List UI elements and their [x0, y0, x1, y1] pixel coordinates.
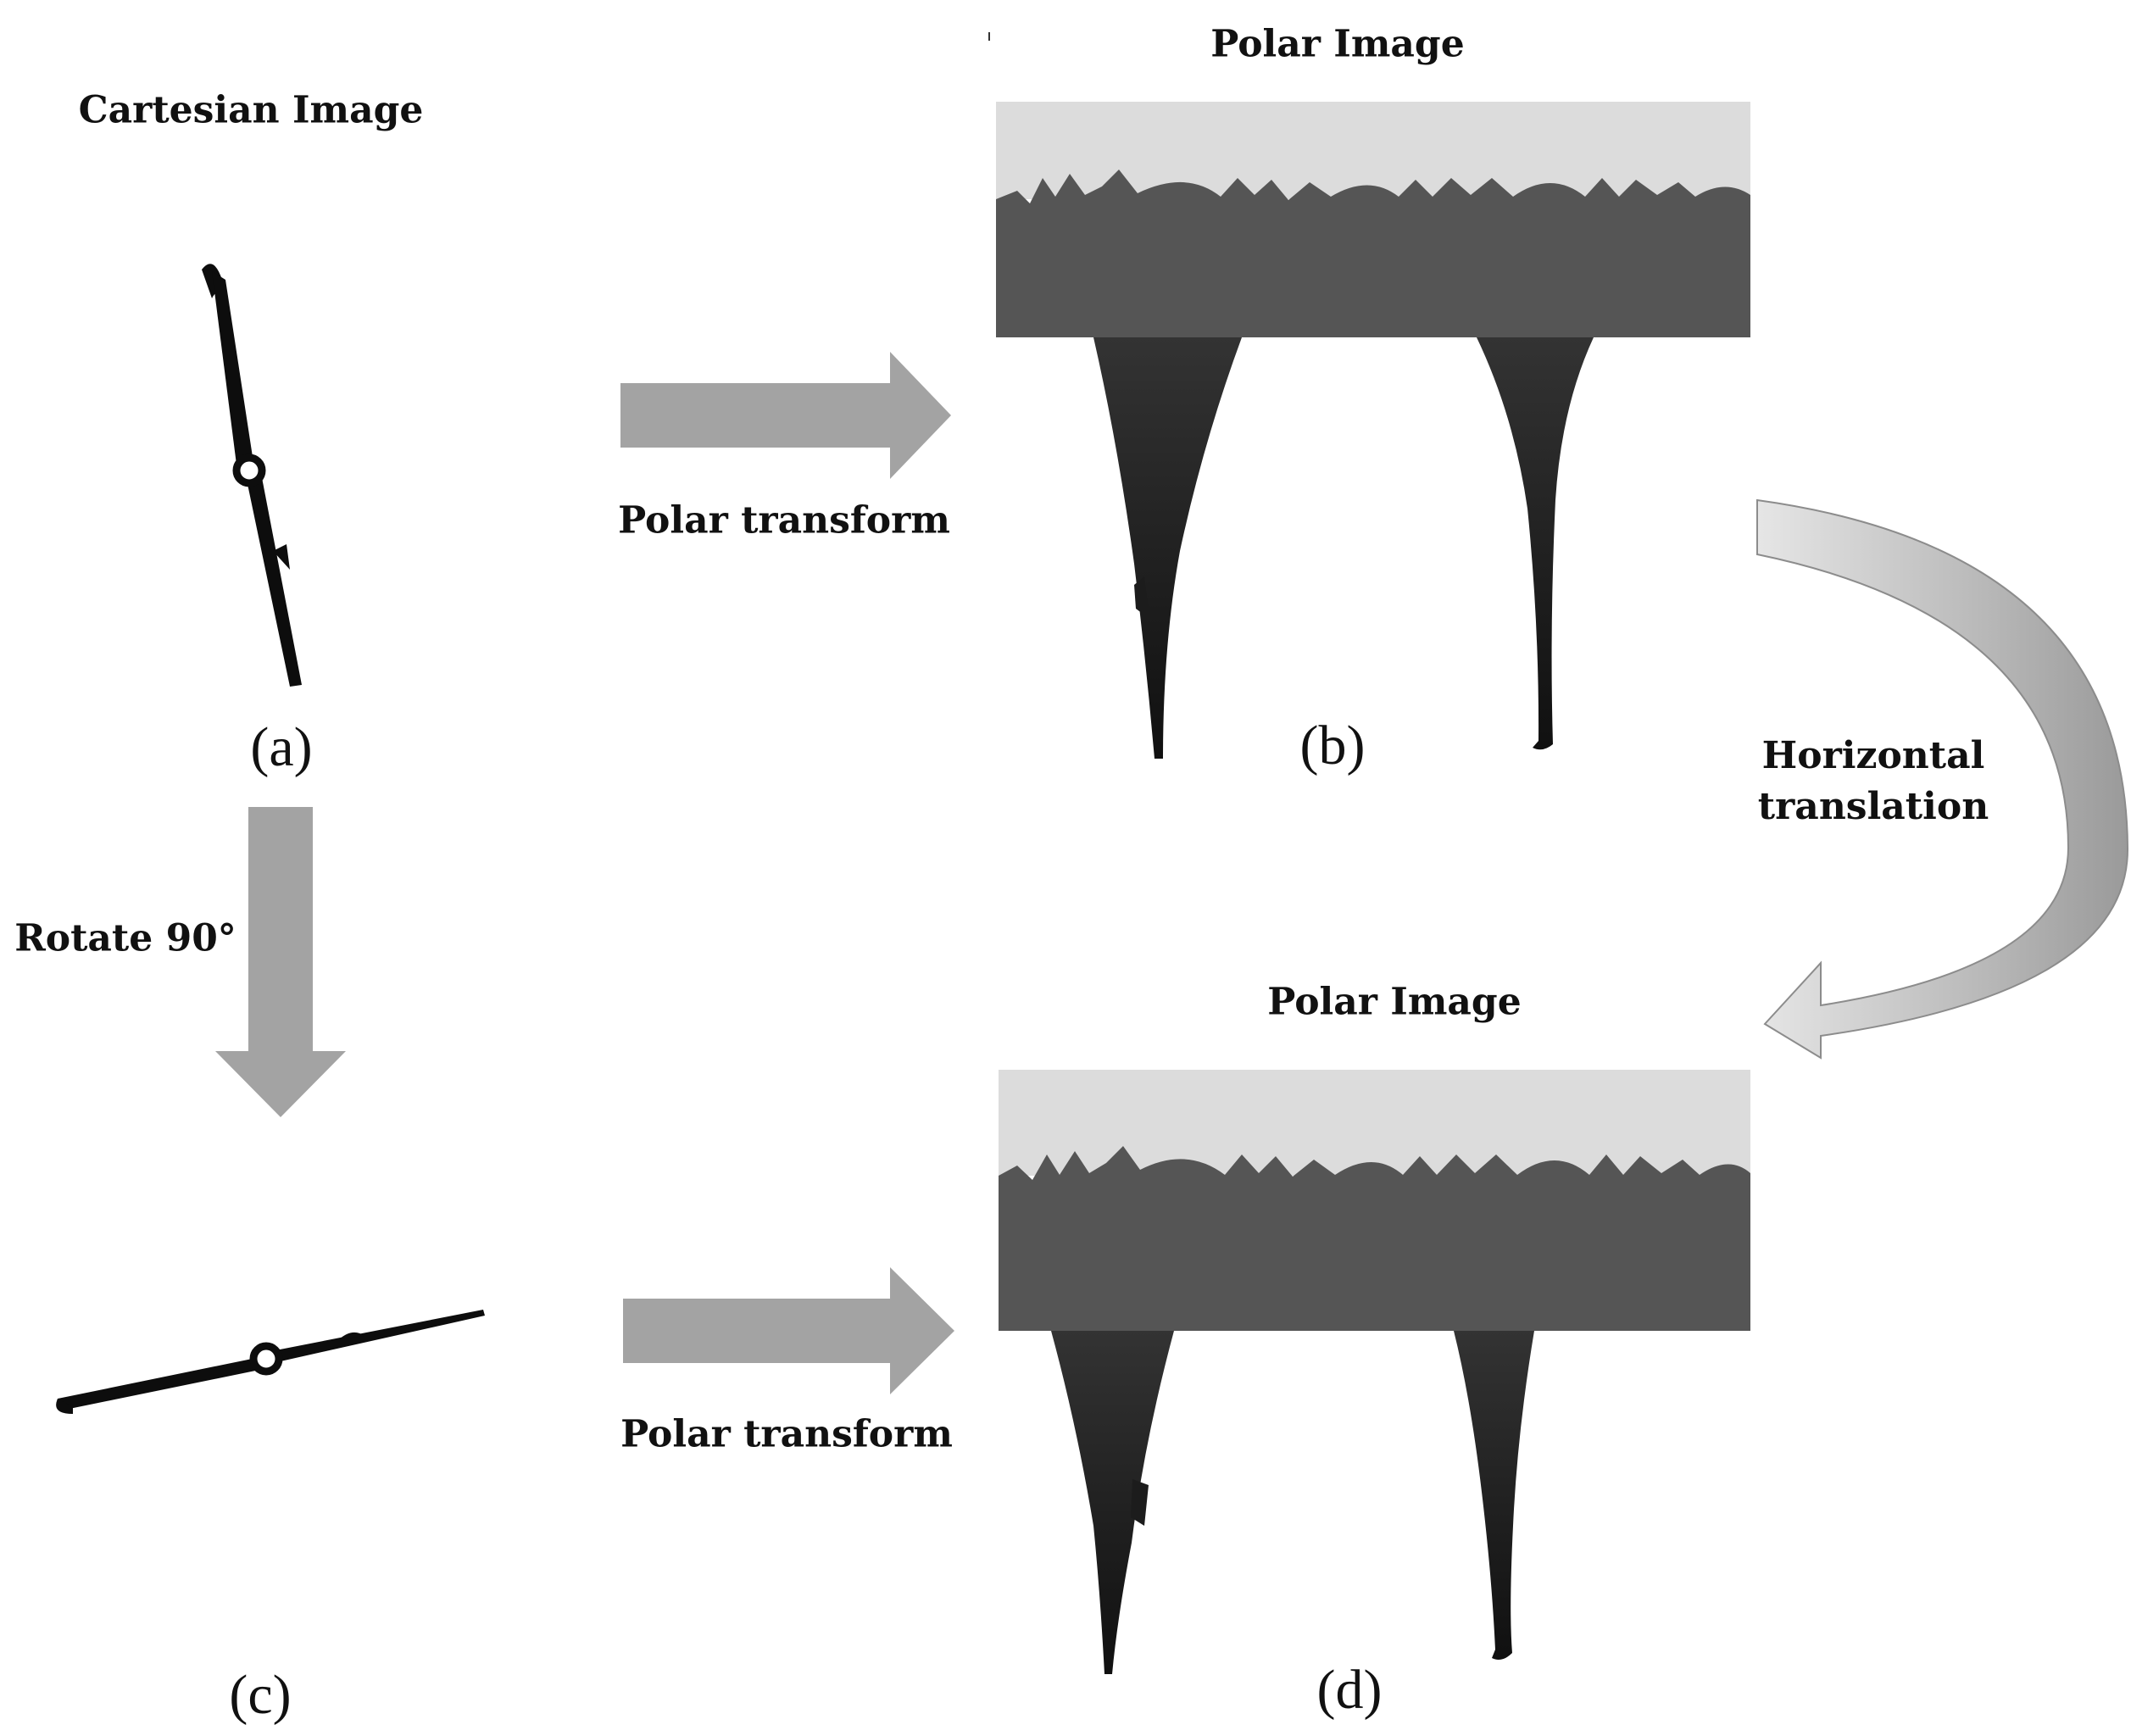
horizontal-translation-line2: translation [1757, 785, 1989, 828]
polar-image-title-top: Polar Image [1210, 22, 1465, 66]
rotate-arrow [215, 807, 346, 1117]
panel-label-a: (a) [250, 716, 313, 778]
stray-mark [988, 32, 990, 41]
horizontal-translation-label: Horizontal translation [1758, 731, 1989, 832]
polar-transform-label-bottom: Polar transform [620, 1412, 953, 1456]
cartesian-image-title: Cartesian Image [78, 88, 424, 132]
polar-image-title-bottom: Polar Image [1267, 980, 1522, 1024]
panel-label-b: (b) [1299, 715, 1366, 776]
polar-transform-arrow-top [620, 352, 951, 479]
panel-label-c: (c) [229, 1664, 292, 1726]
panel-label-d: (d) [1316, 1659, 1383, 1721]
polar-transform-label-top: Polar transform [618, 498, 950, 542]
polar-image-d [999, 1070, 1750, 1674]
cartesian-object-a [202, 264, 302, 687]
polar-transform-arrow-bottom [623, 1267, 954, 1394]
horizontal-translation-arrow [1756, 498, 2129, 1060]
horizontal-translation-line1: Horizontal [1761, 734, 1985, 777]
cartesian-object-c [56, 1310, 485, 1414]
rotate-label: Rotate 90° [14, 916, 236, 960]
polar-image-b [996, 102, 1750, 759]
